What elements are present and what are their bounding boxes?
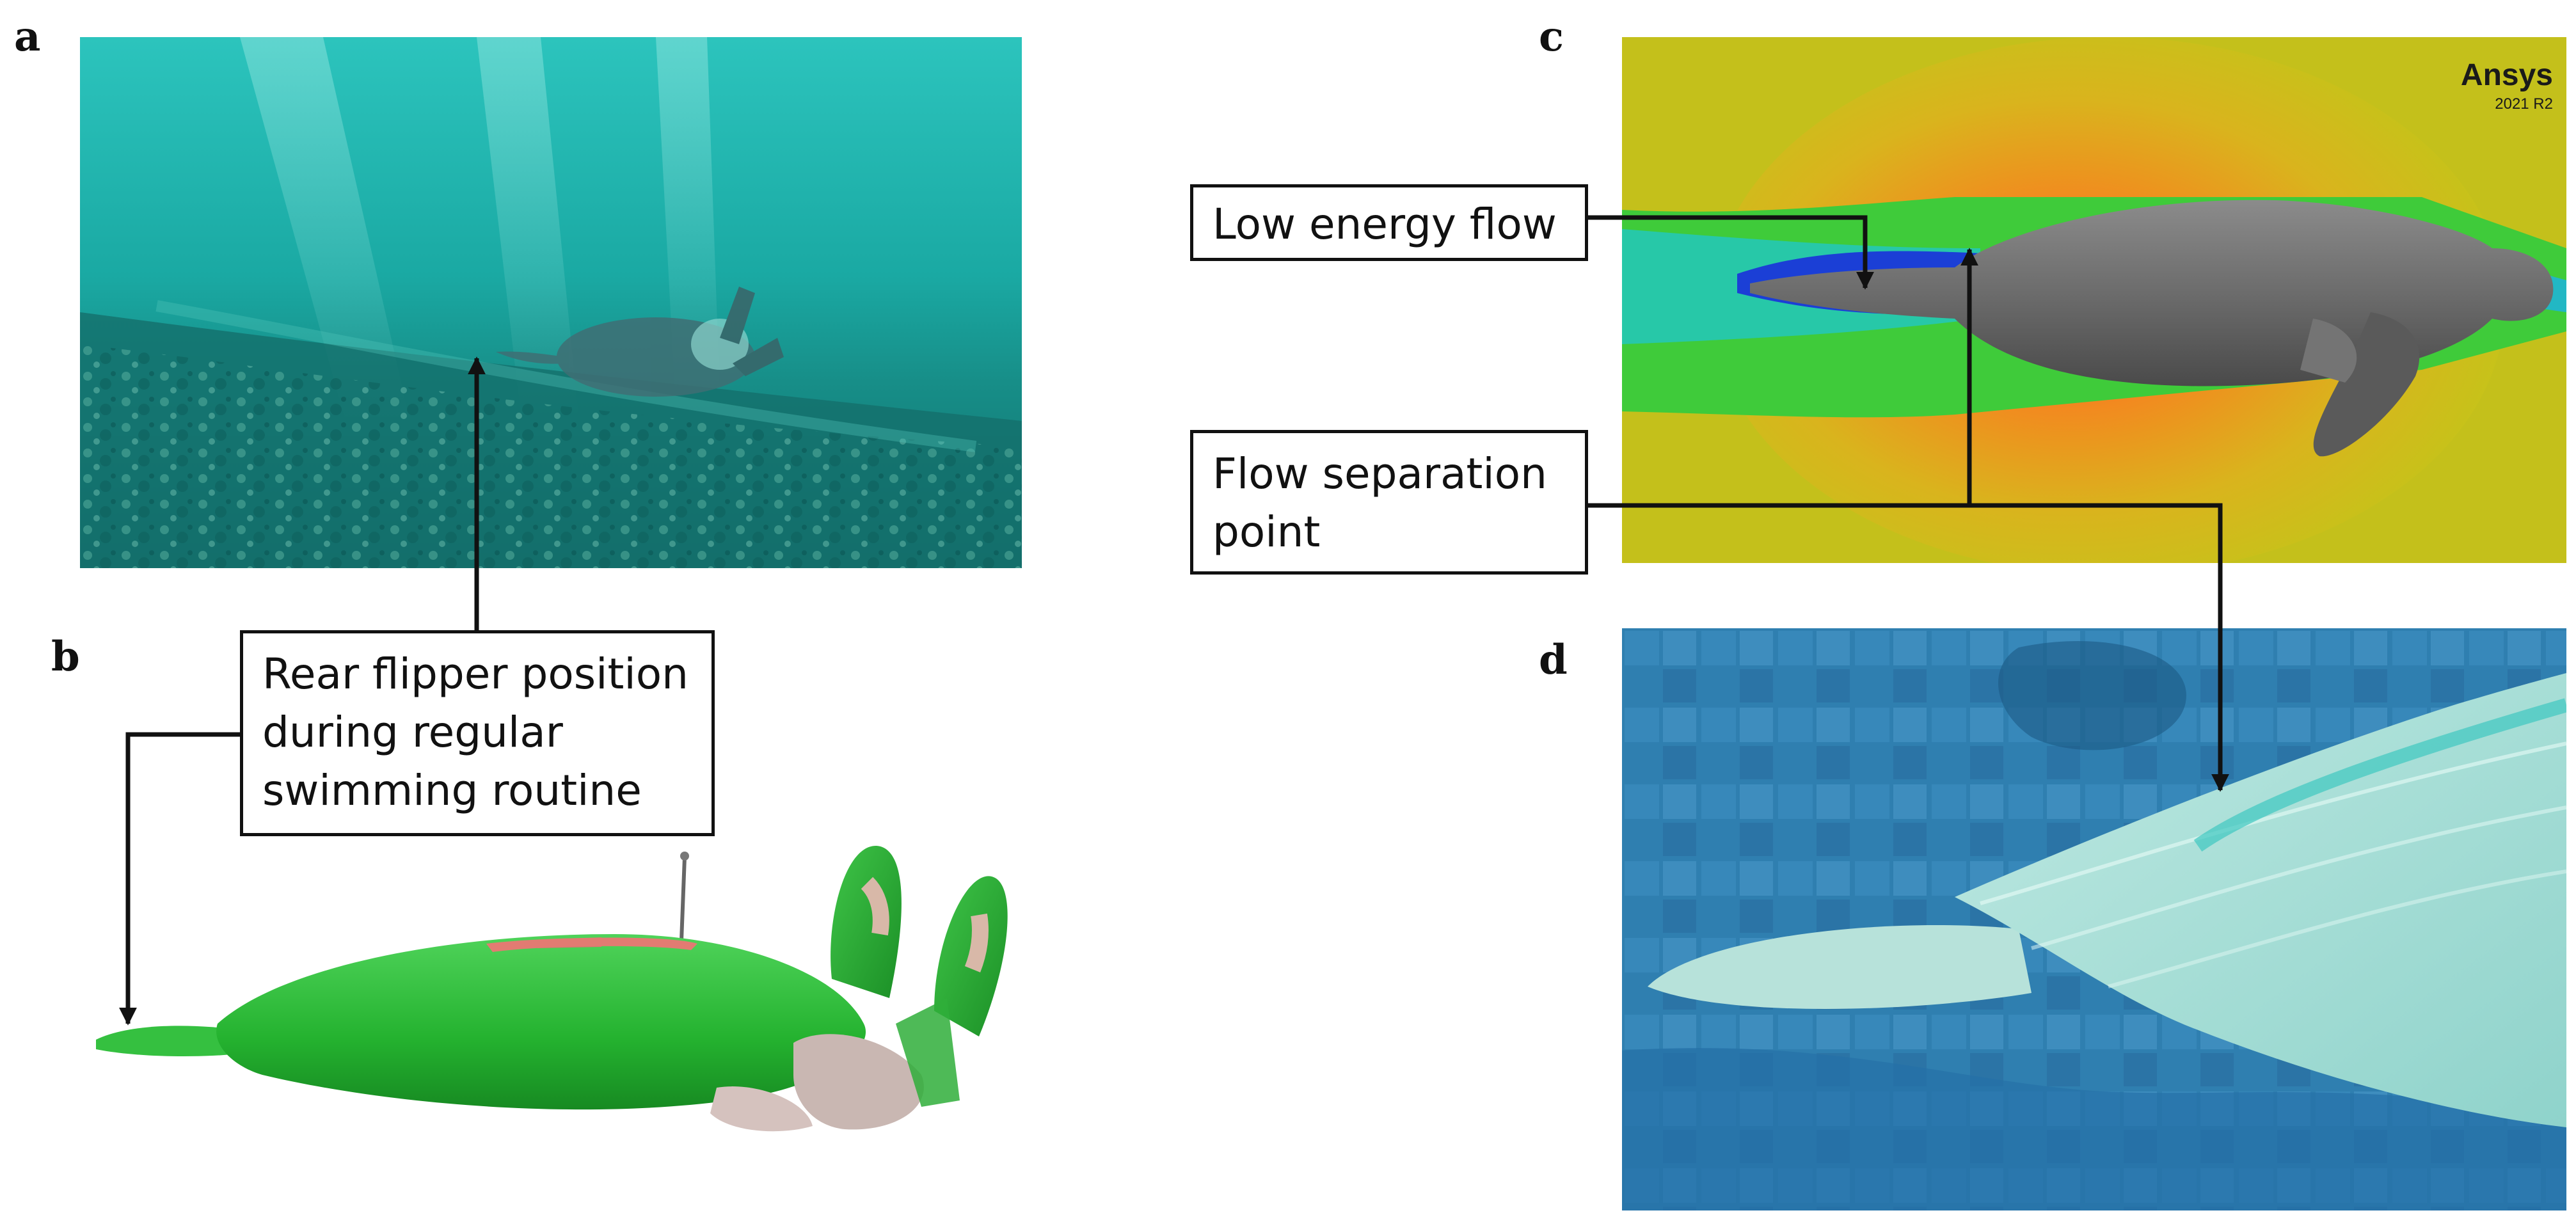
panel-b-robot-render xyxy=(90,832,1024,1139)
panel-d-pool-photo xyxy=(1622,628,2566,1210)
ansys-logo: Ansys xyxy=(2461,58,2553,92)
callout-rear-flipper-position: Rear flipper position during regular swi… xyxy=(240,630,715,836)
callout-low-energy-flow: Low energy flow xyxy=(1190,184,1588,261)
panel-label-d: d xyxy=(1539,636,1568,684)
panel-c-cfd-simulation: Ansys 2021 R2 xyxy=(1622,37,2566,563)
panel-label-a: a xyxy=(14,13,41,61)
panel-label-b: b xyxy=(51,633,80,681)
panel-a-underwater-photo xyxy=(80,37,1022,568)
panel-label-c: c xyxy=(1539,13,1564,61)
ansys-version: 2021 R2 xyxy=(2495,95,2553,113)
callout-flow-separation-point: Flow separation point xyxy=(1190,430,1588,575)
